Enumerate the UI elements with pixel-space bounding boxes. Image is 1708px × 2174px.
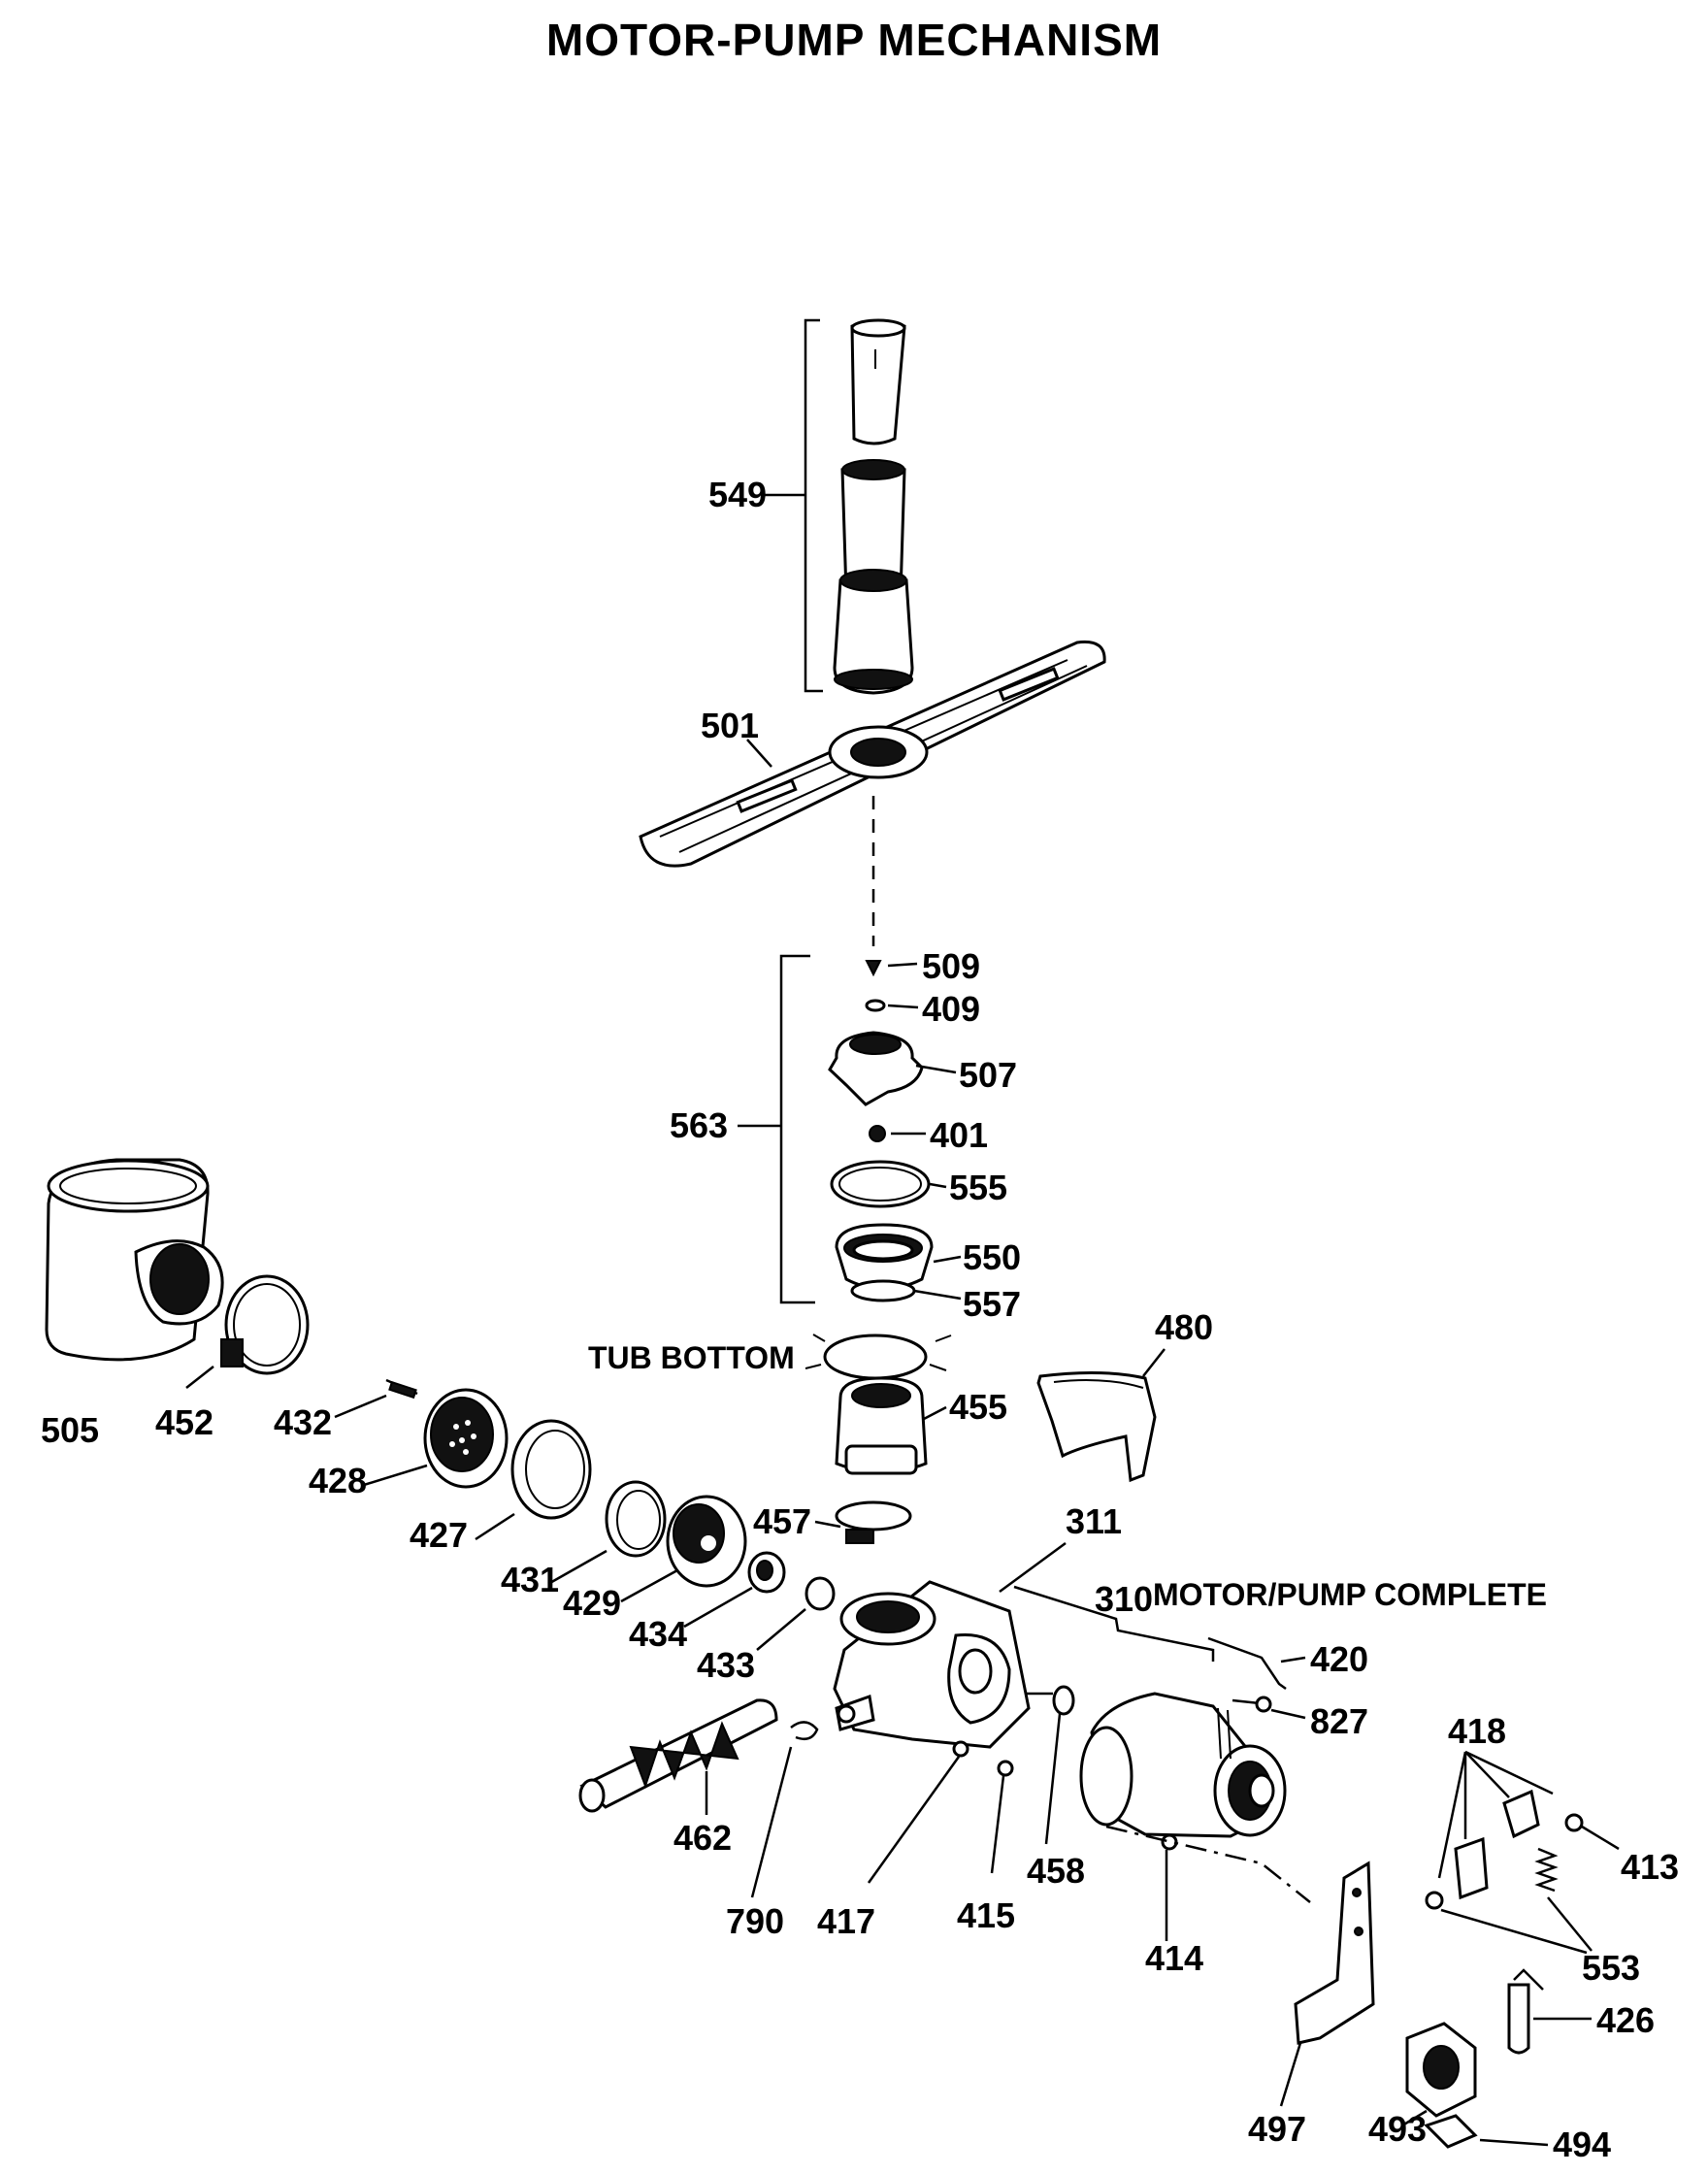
- part-427: [475, 1419, 592, 1541]
- label-563: 563: [670, 1105, 728, 1145]
- washers: [867, 1740, 1014, 1884]
- label-452: 452: [155, 1402, 214, 1442]
- label-434: 434: [629, 1614, 687, 1654]
- part-433: [756, 1576, 836, 1651]
- hub-assembly-563: [738, 954, 962, 1304]
- label-310: 310: [1095, 1579, 1153, 1619]
- label-790: 790: [726, 1901, 784, 1941]
- label-455: 455: [949, 1387, 1007, 1427]
- label-427: 427: [410, 1515, 468, 1555]
- label-550: 550: [963, 1237, 1021, 1277]
- label-428: 428: [309, 1461, 367, 1500]
- part-827: [1232, 1696, 1306, 1720]
- label-415: 415: [957, 1895, 1015, 1935]
- label-414: 414: [1145, 1938, 1203, 1978]
- part-790: [750, 1721, 819, 1898]
- part-452: [185, 1274, 310, 1389]
- part-462: [578, 1698, 778, 1815]
- label-431: 431: [501, 1560, 559, 1599]
- part-428: [363, 1388, 509, 1489]
- label-432: 432: [274, 1402, 332, 1442]
- label-429: 429: [563, 1583, 621, 1623]
- part-493: [1401, 2022, 1477, 2127]
- tub-bottom-label: TUB BOTTOM: [588, 1340, 795, 1375]
- label-507: 507: [959, 1055, 1017, 1095]
- label-553: 553: [1582, 1948, 1640, 1988]
- part-455: [835, 1376, 947, 1475]
- label-401: 401: [930, 1115, 988, 1155]
- label-420: 420: [1310, 1639, 1368, 1679]
- label-827: 827: [1310, 1701, 1368, 1741]
- label-409: 409: [922, 989, 980, 1029]
- part-429: [620, 1495, 747, 1603]
- label-457: 457: [753, 1501, 811, 1541]
- label-462: 462: [673, 1818, 732, 1858]
- spray-arm-501: [639, 640, 1106, 868]
- label-480: 480: [1155, 1307, 1213, 1347]
- motor-pump-bracket: [1013, 1585, 1215, 1662]
- label-505: 505: [41, 1410, 99, 1450]
- label-493: 493: [1368, 2109, 1427, 2149]
- part-553: [1440, 1847, 1593, 1955]
- tub-bottom-gasket: [805, 1334, 952, 1380]
- label-311: 311: [1066, 1501, 1122, 1541]
- mounting-axis: [1105, 1825, 1311, 1903]
- label-557: 557: [963, 1284, 1021, 1324]
- part-497: [1279, 1861, 1375, 2107]
- label-433: 433: [697, 1645, 755, 1685]
- label-555: 555: [949, 1168, 1007, 1207]
- label-549: 549: [708, 475, 767, 514]
- part-420: [1207, 1636, 1306, 1691]
- motor: [1079, 1692, 1287, 1851]
- label-418: 418: [1448, 1711, 1506, 1751]
- part-457: [814, 1500, 912, 1544]
- label-426: 426: [1596, 2000, 1655, 2040]
- part-413: [1564, 1813, 1620, 1851]
- part-494: [1424, 2114, 1549, 2149]
- part-434: [683, 1551, 786, 1629]
- part-480: [1036, 1348, 1166, 1483]
- label-417: 417: [817, 1901, 875, 1941]
- part-418-group: [1425, 1750, 1554, 1910]
- part-505: [45, 1158, 224, 1362]
- label-501: 501: [701, 706, 759, 745]
- spray-tube-assembly-549: [765, 318, 914, 695]
- part-432: [334, 1378, 418, 1419]
- part-458: [1027, 1685, 1075, 1845]
- part-431: [547, 1480, 667, 1586]
- label-497: 497: [1248, 2109, 1306, 2149]
- page-title: MOTOR-PUMP MECHANISM: [545, 15, 1163, 65]
- label-458: 458: [1027, 1851, 1085, 1891]
- part-426: [1507, 1968, 1592, 2055]
- motor-pump-complete-label: MOTOR/PUMP COMPLETE: [1153, 1577, 1547, 1612]
- label-509: 509: [922, 946, 980, 986]
- part-311-pump-body: [833, 1541, 1067, 1749]
- label-413: 413: [1621, 1847, 1679, 1887]
- label-494: 494: [1553, 2125, 1611, 2164]
